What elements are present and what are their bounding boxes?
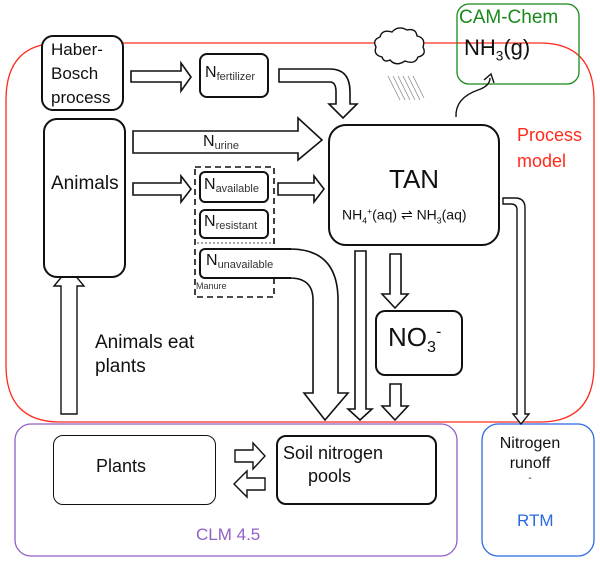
nitrogen-runoff-label: Nitrogen runoff -: [490, 434, 570, 484]
n-urine-label: Nurine: [203, 133, 239, 152]
tan-eq-a-sub: 4: [362, 215, 368, 226]
arrow-available-to-tan: [277, 173, 326, 205]
cam-chem-region: [456, 3, 580, 85]
process-model-line2: model: [517, 151, 567, 171]
n-resistant-sub: resistant: [215, 220, 258, 232]
n-fertilizer-label: Nfertilizer: [205, 64, 255, 83]
process-model-label: Process model: [517, 122, 582, 174]
soil-pools-label: Soil nitrogen pools: [283, 442, 383, 488]
tan-eq-a: NH: [342, 206, 363, 223]
arrow-tan-to-nh3: [455, 77, 491, 118]
rtm-region: [481, 423, 595, 557]
plants-label: Plants: [96, 456, 147, 476]
arrow-plants-to-animals: [52, 266, 86, 415]
nitrogen-runoff-line2: runoff: [509, 455, 551, 472]
n-available-main: N: [204, 176, 216, 193]
arrow-haber-to-fertilizer: [130, 60, 192, 94]
nh3-gas-tail: (g): [503, 35, 531, 60]
clm-label: CLM 4.5: [196, 525, 261, 544]
soil-pools-line2: pools: [308, 466, 352, 486]
arrow-no3-to-soil: [380, 383, 410, 422]
n-available-box: [199, 171, 269, 203]
n-fertilizer-sub: fertilizer: [216, 71, 256, 83]
n-unavailable-label: Nunavailable: [206, 252, 273, 271]
tan-box: [328, 124, 500, 246]
arrow-tan-to-soil: [345, 250, 375, 422]
clm-region: [14, 423, 458, 557]
n-resistant-main: N: [204, 213, 216, 230]
no3-box: [375, 310, 463, 376]
n-resistant-box: [199, 209, 269, 239]
arrow-plants-to-soil: [234, 441, 266, 471]
cam-chem-label: CAM-Chem: [459, 7, 559, 28]
n-fertilizer-main: N: [205, 64, 217, 81]
haber-bosch-box: [41, 35, 124, 111]
animals-label: Animals: [51, 173, 119, 194]
tan-eq-a-tail: (aq): [372, 206, 398, 223]
tan-eq-b-tail: (aq): [441, 206, 467, 223]
n-available-label: Navailable: [204, 176, 259, 195]
nh3-gas-label: NH3(g): [464, 35, 531, 64]
n-available-sub: available: [215, 183, 259, 195]
animals-eat-plants-line1: Animals eat: [95, 332, 195, 353]
soil-pools-line1: Soil nitrogen: [283, 443, 384, 463]
arrow-tan-to-runoff: [502, 197, 531, 426]
manure-group: [194, 166, 275, 298]
process-model-line1: Process: [517, 125, 583, 145]
process-model-region: [5, 42, 595, 423]
n-urine-main: N: [203, 133, 215, 150]
haber-bosch-line3: process: [51, 88, 111, 107]
haber-bosch-label: Haber- Bosch process: [51, 38, 111, 110]
nitrogen-runoff-line1: Nitrogen: [499, 435, 561, 452]
plants-box: [53, 435, 216, 505]
animals-box: [43, 118, 126, 278]
n-resistant-label: Nresistant: [204, 213, 257, 232]
nh3-gas-main: NH: [464, 35, 496, 60]
arrow-urine-to-tan: [132, 116, 324, 162]
tan-eq-b: NH: [416, 206, 437, 223]
no3-sub: 3: [427, 338, 436, 357]
tan-title: TAN: [389, 164, 440, 194]
arrow-soil-to-plants: [233, 469, 266, 499]
n-unavailable-main: N: [206, 252, 218, 269]
tan-eq-a-sup: +: [367, 206, 373, 216]
haber-bosch-line2: Bosch: [51, 64, 99, 83]
n-fertilizer-box: [199, 53, 269, 98]
rtm-label: RTM: [517, 511, 554, 530]
tan-equation: NH4+(aq) ⇌ NH3(aq): [342, 206, 467, 226]
n-unavailable-box: [199, 248, 291, 279]
tan-eq-b-sub: 3: [436, 215, 442, 226]
animals-eat-plants-line2: plants: [95, 356, 146, 377]
nh3-gas-sub: 3: [495, 48, 504, 64]
soil-pools-box: [276, 435, 437, 505]
no3-label: NO3-: [388, 322, 442, 357]
equilibrium-icon: ⇌: [400, 206, 413, 223]
arrow-tan-to-no3: [380, 253, 410, 310]
no3-main: NO: [388, 322, 427, 352]
arrow-animals-to-manure: [132, 173, 193, 205]
manure-label: Manure: [196, 281, 227, 291]
arrow-unavailable-to-soil: [289, 248, 350, 422]
nitrogen-runoff-line3: -: [528, 473, 532, 484]
n-unavailable-sub: unavailable: [217, 259, 274, 271]
arrow-fertilizer-to-tan: [278, 68, 359, 120]
n-urine-sub: urine: [214, 140, 240, 152]
rain-cloud-icon: [373, 27, 425, 101]
haber-bosch-line1: Haber-: [51, 40, 103, 59]
no3-sup: -: [435, 322, 442, 341]
animals-eat-plants-label: Animals eat plants: [95, 331, 194, 379]
